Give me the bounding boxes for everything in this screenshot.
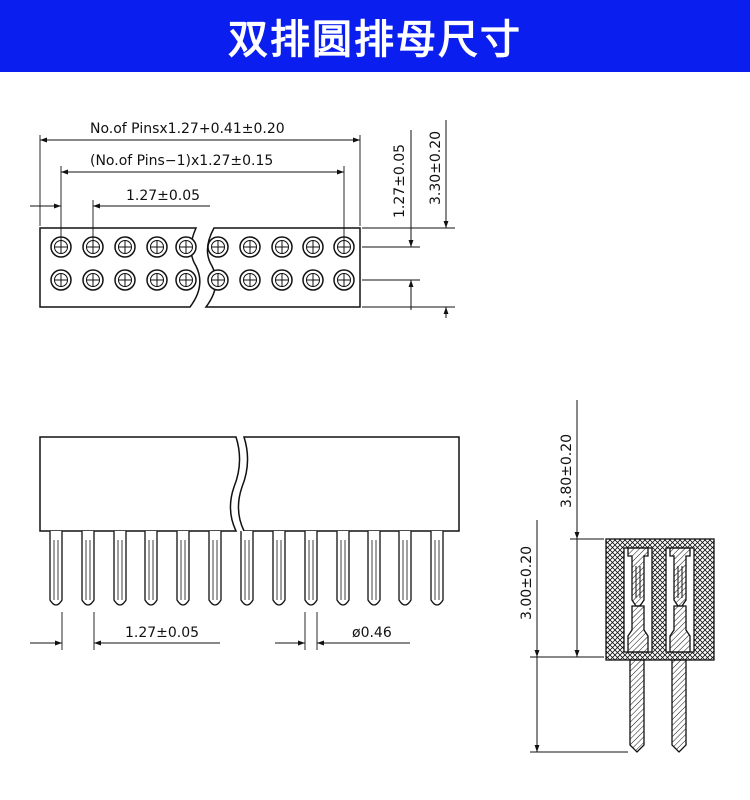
pin-hole <box>50 269 72 291</box>
front-pin <box>208 531 222 606</box>
pin-hole <box>271 269 293 291</box>
top-pin-holes <box>50 236 355 291</box>
front-pitch-label: 1.27±0.05 <box>125 625 199 641</box>
pin-hole <box>146 269 168 291</box>
top-view <box>30 120 455 318</box>
front-pin <box>430 531 444 606</box>
front-pin <box>49 531 63 606</box>
pin-hole <box>239 269 261 291</box>
front-pin <box>336 531 350 606</box>
front-pin <box>176 531 190 606</box>
overall-length-label: No.of Pinsx1.27+0.41±0.20 <box>90 121 285 137</box>
pin-hole <box>302 236 324 258</box>
front-pin <box>304 531 318 606</box>
front-pin <box>81 531 95 606</box>
pin-hole <box>82 269 104 291</box>
pin-diameter-label: ø0.46 <box>352 625 392 641</box>
front-pin <box>240 531 254 606</box>
pin-hole <box>239 236 261 258</box>
front-view <box>30 436 460 650</box>
pin-hole <box>207 269 229 291</box>
title-banner: 双排圆排母尺寸 <box>0 0 750 72</box>
body-height-label: 3.80±0.20 <box>559 434 575 508</box>
pin-hole <box>114 236 136 258</box>
body-width-label: 3.30±0.20 <box>428 131 444 205</box>
top-pitch-label: 1.27±0.05 <box>126 188 200 204</box>
front-pin <box>272 531 286 606</box>
top-body-left <box>39 227 201 308</box>
front-pin <box>144 531 158 606</box>
pin-hole <box>114 269 136 291</box>
tail-length-label: 3.00±0.20 <box>519 546 535 620</box>
front-body-left <box>39 436 241 532</box>
pin-hole <box>271 236 293 258</box>
front-pin <box>113 531 127 606</box>
side-view <box>530 400 715 753</box>
front-pin <box>398 531 412 606</box>
pin-hole <box>175 236 197 258</box>
pin-hole <box>333 269 355 291</box>
front-pins <box>49 531 444 606</box>
page-title: 双排圆排母尺寸 <box>228 17 522 63</box>
pin-hole <box>207 236 229 258</box>
pin-span-label: (No.of Pins−1)x1.27±0.15 <box>90 153 273 169</box>
pin-hole <box>146 236 168 258</box>
pin-hole <box>302 269 324 291</box>
pin-hole <box>175 269 197 291</box>
front-body-right <box>237 436 460 532</box>
row-pitch-label: 1.27±0.05 <box>392 144 408 218</box>
front-pin <box>367 531 381 606</box>
